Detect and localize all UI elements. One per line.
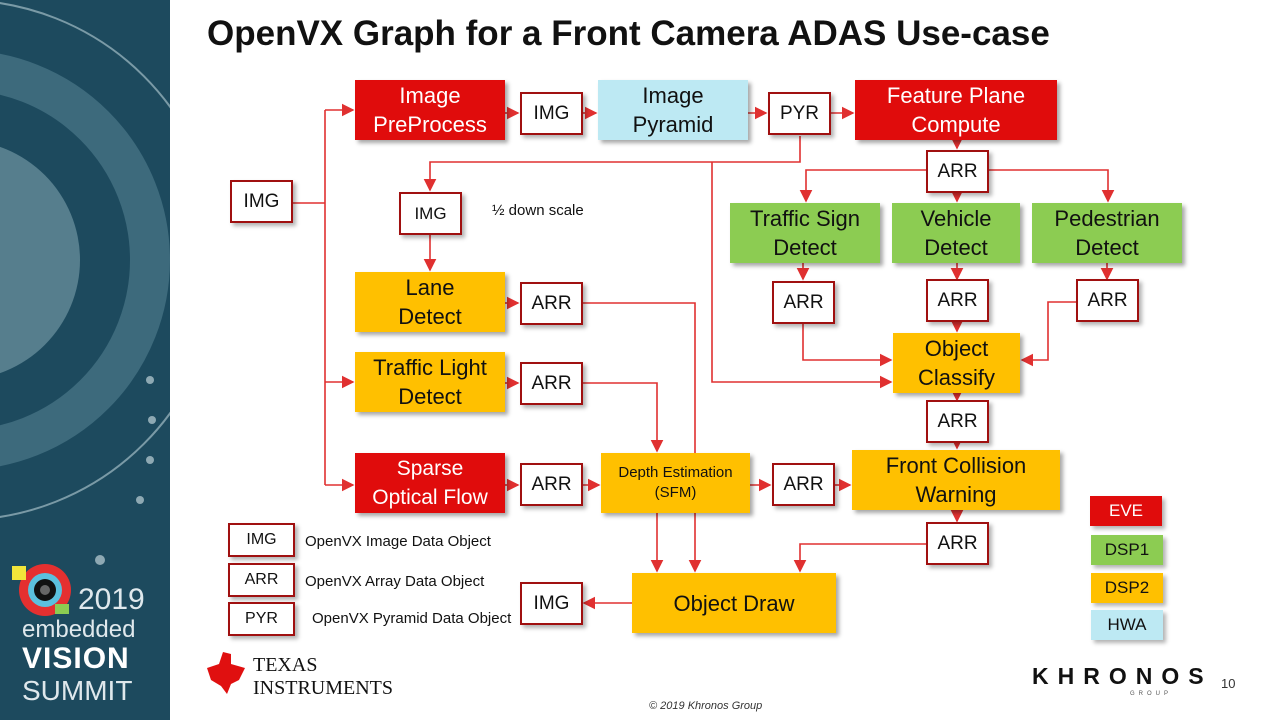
legend-pyr-text: OpenVX Pyramid Data Object bbox=[312, 610, 512, 627]
processor-dsp2: DSP2 bbox=[1091, 573, 1163, 603]
khronos-group: GROUP bbox=[1130, 691, 1173, 697]
arr-data-object[interactable]: ARR bbox=[772, 463, 835, 506]
legend-pyr-box: PYR bbox=[228, 602, 295, 636]
evs-logo-icon bbox=[12, 564, 71, 616]
node-front-collision-warning[interactable]: Front Collision Warning bbox=[852, 450, 1060, 510]
downscale-annotation: ½ down scale bbox=[492, 202, 584, 219]
ti-logo: TEXAS INSTRUMENTS bbox=[205, 648, 405, 702]
node-sparse-optical-flow[interactable]: Sparse Optical Flow bbox=[355, 453, 505, 513]
arr-data-object[interactable]: ARR bbox=[926, 279, 989, 322]
node-depth-estimation[interactable]: Depth Estimation (SFM) bbox=[601, 453, 750, 513]
node-image-pyramid[interactable]: Image Pyramid bbox=[598, 80, 748, 140]
arr-data-object[interactable]: ARR bbox=[520, 362, 583, 405]
arr-data-object[interactable]: ARR bbox=[520, 463, 583, 506]
arr-data-object[interactable]: ARR bbox=[1076, 279, 1139, 322]
img-data-object[interactable]: IMG bbox=[399, 192, 462, 235]
page-number: 10 bbox=[1221, 676, 1236, 691]
img-data-object[interactable]: IMG bbox=[520, 582, 583, 625]
sidebar-decoration bbox=[0, 2, 170, 616]
processor-hwa: HWA bbox=[1091, 610, 1163, 640]
img-data-object[interactable]: IMG bbox=[230, 180, 293, 223]
legend-img-text: OpenVX Image Data Object bbox=[305, 533, 491, 550]
node-traffic-light-detect[interactable]: Traffic Light Detect bbox=[355, 352, 505, 412]
ti-line2: INSTRUMENTS bbox=[253, 677, 394, 699]
event-line1: embedded bbox=[22, 616, 136, 643]
arr-data-object[interactable]: ARR bbox=[926, 522, 989, 565]
node-pedestrian-detect[interactable]: Pedestrian Detect bbox=[1032, 203, 1182, 263]
node-object-draw[interactable]: Object Draw bbox=[632, 573, 836, 633]
legend-img-box: IMG bbox=[228, 523, 295, 557]
arr-data-object[interactable]: ARR bbox=[926, 400, 989, 443]
processor-dsp1: DSP1 bbox=[1091, 535, 1163, 565]
node-object-classify[interactable]: Object Classify bbox=[893, 333, 1020, 393]
legend-arr-text: OpenVX Array Data Object bbox=[305, 573, 485, 590]
event-line3: SUMMIT bbox=[22, 675, 133, 706]
node-vehicle-detect[interactable]: Vehicle Detect bbox=[892, 203, 1020, 263]
arr-data-object[interactable]: ARR bbox=[926, 150, 989, 193]
node-image-preprocess[interactable]: Image PreProcess bbox=[355, 80, 505, 140]
ti-line1: TEXAS bbox=[253, 654, 318, 676]
node-feature-plane-compute[interactable]: Feature Plane Compute bbox=[855, 80, 1057, 140]
pyr-data-object[interactable]: PYR bbox=[768, 92, 831, 135]
event-year: 2019 bbox=[78, 583, 145, 616]
img-data-object[interactable]: IMG bbox=[520, 92, 583, 135]
texas-logo-icon bbox=[207, 652, 245, 694]
arr-data-object[interactable]: ARR bbox=[520, 282, 583, 325]
event-sidebar: 2019 embedded VISION SUMMIT bbox=[0, 0, 170, 720]
legend-arr-box: ARR bbox=[228, 563, 295, 597]
slide-title: OpenVX Graph for a Front Camera ADAS Use… bbox=[207, 14, 1050, 53]
copyright: © 2019 Khronos Group bbox=[649, 700, 763, 712]
node-traffic-sign-detect[interactable]: Traffic Sign Detect bbox=[730, 203, 880, 263]
arr-data-object[interactable]: ARR bbox=[772, 281, 835, 324]
node-lane-detect[interactable]: Lane Detect bbox=[355, 272, 505, 332]
event-line2: VISION bbox=[22, 642, 130, 675]
khronos-logo: KHRONOS bbox=[1032, 663, 1213, 689]
processor-eve: EVE bbox=[1090, 496, 1162, 526]
